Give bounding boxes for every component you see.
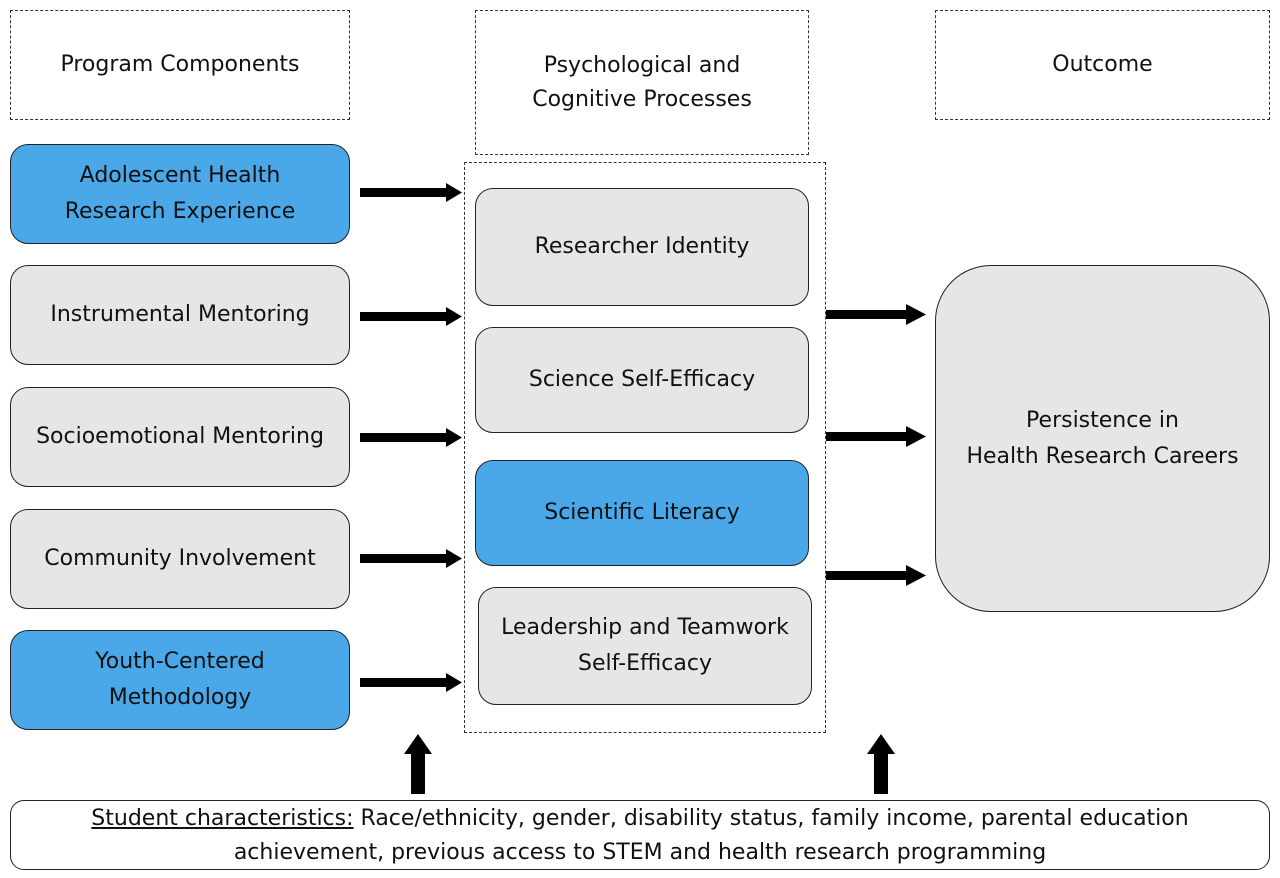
student-characteristics-box: Student characteristics: Race/ethnicity,… [10,800,1270,870]
arrow-characteristics-to-processes [867,734,895,794]
arrow-youth-methodology-to-processes [360,673,462,692]
student-characteristics-text-2: achievement, previous access to STEM and… [233,840,1047,865]
arrow-processes-to-outcome-1 [826,304,926,325]
arrow-community-involvement-to-processes [360,549,462,568]
program-component-instrumental-mentoring: Instrumental Mentoring [10,265,350,365]
process-science-self-efficacy: Science Self-Efficacy [475,327,809,433]
header-program-components: Program Components [10,10,350,120]
header-processes: Psychological and Cognitive Processes [475,10,809,155]
arrow-socioemotional-mentoring-to-processes [360,428,462,447]
process-1-line-1: Researcher Identity [534,234,750,259]
program-component-1-line-2: Research Experience [64,199,296,224]
program-component-2-line-1: Instrumental Mentoring [50,302,310,327]
process-4-line-2: Self-Efficacy [578,651,712,676]
program-component-research-experience: Adolescent Health Research Experience [10,144,350,244]
header-program-components-label: Program Components [60,52,300,77]
outcome-persistence: Persistence in Health Research Careers [935,265,1270,612]
program-component-3-line-1: Socioemotional Mentoring [36,424,324,449]
header-outcome: Outcome [935,10,1270,120]
program-component-5-line-1: Youth-Centered [95,649,265,674]
header-processes-line-2: Cognitive Processes [532,86,752,112]
student-characteristics-label: Student characteristics: [91,806,354,831]
process-3-line-1: Scientific Literacy [544,500,740,525]
arrow-characteristics-to-program [404,734,432,794]
arrow-instrumental-mentoring-to-processes [360,307,462,326]
arrow-processes-to-outcome-3 [826,565,926,586]
arrow-research-experience-to-processes [360,183,462,202]
student-characteristics-text-1: Race/ethnicity, gender, disability statu… [353,806,1189,831]
program-component-youth-centered-methodology: Youth-Centered Methodology [10,630,350,730]
header-outcome-label: Outcome [1052,52,1153,77]
arrow-processes-to-outcome-2 [826,426,926,447]
program-component-socioemotional-mentoring: Socioemotional Mentoring [10,387,350,487]
program-component-5-line-2: Methodology [108,685,252,710]
process-leadership-teamwork: Leadership and Teamwork Self-Efficacy [478,587,812,705]
process-4-line-1: Leadership and Teamwork [501,615,789,640]
processes-group [464,162,826,733]
outcome-line-2: Health Research Careers [966,443,1239,469]
program-component-community-involvement: Community Involvement [10,509,350,609]
outcome-line-1: Persistence in [1026,407,1179,433]
process-2-line-1: Science Self-Efficacy [528,367,756,392]
process-scientific-literacy: Scientific Literacy [475,460,809,566]
process-researcher-identity: Researcher Identity [475,188,809,306]
header-processes-line-1: Psychological and [543,52,741,78]
program-component-4-line-1: Community Involvement [44,546,316,571]
program-component-1-line-1: Adolescent Health [79,163,281,188]
